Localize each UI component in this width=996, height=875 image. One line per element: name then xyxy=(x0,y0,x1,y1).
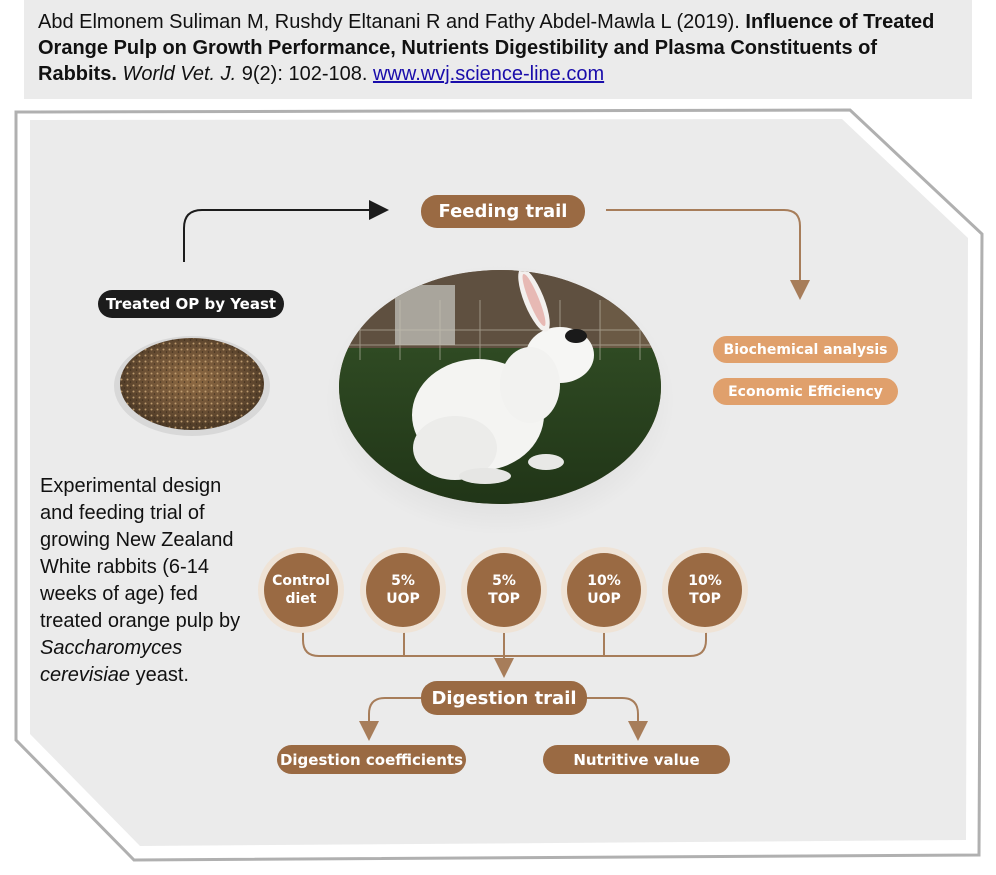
citation-link[interactable]: www.wvj.science-line.com xyxy=(372,63,605,85)
group-5-uop: 5% UOP xyxy=(366,553,440,627)
group-line1: Control xyxy=(272,573,330,589)
citation-authors: Abd Elmonem Suliman M, Rushdy Eltanani R… xyxy=(38,11,740,33)
arrow-feeding-to-analysis xyxy=(606,209,810,300)
group-10-top: 10% TOP xyxy=(668,553,742,627)
biochemical-analysis-label: Biochemical analysis xyxy=(713,336,898,363)
arrow-to-nutritive xyxy=(587,697,648,741)
group-line2: diet xyxy=(285,591,317,607)
group-10-uop: 10% UOP xyxy=(567,553,641,627)
citation-block: Abd Elmonem Suliman M, Rushdy Eltanani R… xyxy=(24,0,972,99)
group-5-top: 5% TOP xyxy=(467,553,541,627)
group-line1: 5% xyxy=(391,573,415,589)
economic-efficiency-label: Economic Efficiency xyxy=(713,378,898,405)
group-control-diet: Control diet xyxy=(264,553,338,627)
nutritive-value-label: Nutritive value xyxy=(543,745,730,774)
group-line1: 5% xyxy=(492,573,516,589)
group-line2: TOP xyxy=(488,591,520,607)
citation-volume: 9(2): 102-108. xyxy=(241,63,368,85)
group-line2: UOP xyxy=(386,591,420,607)
caption-suffix: yeast. xyxy=(130,664,189,686)
treated-op-label: Treated OP by Yeast xyxy=(98,290,284,318)
group-line1: 10% xyxy=(587,573,621,589)
caption-species: Saccharomyces cerevisiae xyxy=(40,637,183,686)
citation-title: Influence of Treated Orange Pulp on Grow… xyxy=(38,11,935,85)
digestion-trail-label: Digestion trail xyxy=(421,681,587,715)
arrow-to-coefficients xyxy=(359,697,421,741)
arrow-op-to-feeding xyxy=(183,200,389,262)
digestion-coefficients-label: Digestion coefficients xyxy=(277,745,466,774)
figure-caption: Experimental design and feeding trial of… xyxy=(40,473,250,689)
group-line2: TOP xyxy=(689,591,721,607)
pulp-pile-image xyxy=(114,336,270,436)
group-line2: UOP xyxy=(587,591,621,607)
caption-text: Experimental design and feeding trial of… xyxy=(40,475,241,632)
group-line1: 10% xyxy=(688,573,722,589)
citation-journal: World Vet. J. xyxy=(122,63,237,85)
feeding-trail-label: Feeding trail xyxy=(421,195,585,228)
